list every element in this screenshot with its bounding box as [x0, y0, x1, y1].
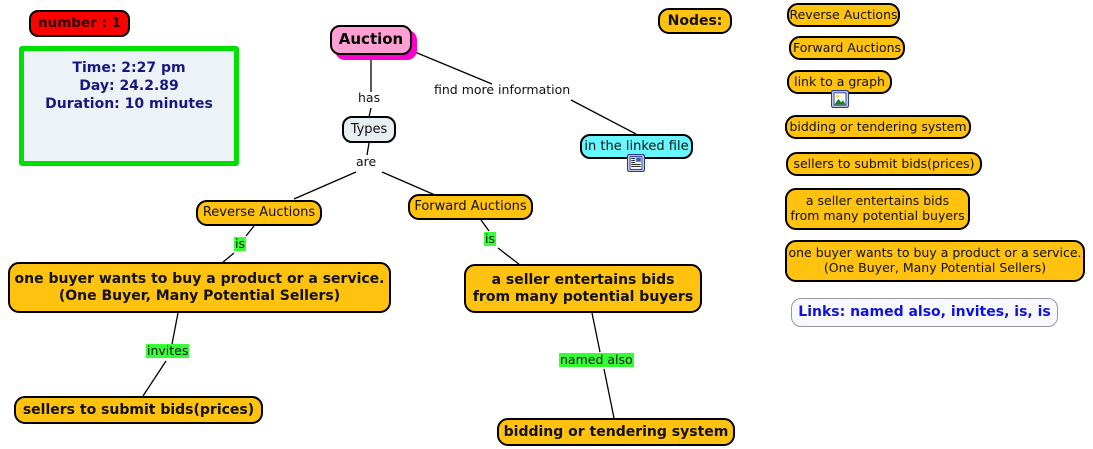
edge-label-is-right[interactable]: is	[484, 231, 496, 246]
info-day: Day: 24.2.89	[79, 78, 179, 95]
legend-item-link-to-a-graph-label: link to a graph	[794, 73, 885, 89]
legend-links-summary: Links: named also, invites, is, is	[791, 298, 1058, 327]
legend-item-sellers-to-submit-bids-label: sellers to submit bids(prices)	[793, 155, 975, 171]
edge-label-are[interactable]: are	[356, 154, 377, 169]
node-one-buyer-wants-label: one buyer wants to buy a product or a se…	[14, 270, 385, 304]
legend-item-bidding-or-tendering-system-label: bidding or tendering system	[789, 118, 967, 134]
edge-label-has[interactable]: has	[358, 90, 381, 105]
document-icon[interactable]	[627, 154, 645, 172]
legend-item-forward-auctions-label: Forward Auctions	[792, 39, 902, 55]
legend-item-forward-auctions[interactable]: Forward Auctions	[789, 36, 905, 60]
legend-item-seller-entertains-bids[interactable]: a seller entertains bids from many poten…	[785, 188, 970, 230]
legend-item-reverse-auctions[interactable]: Reverse Auctions	[787, 3, 900, 27]
node-reverse-auctions-label: Reverse Auctions	[202, 205, 316, 221]
legend-item-seller-entertains-bids-label: a seller entertains bids from many poten…	[790, 193, 965, 223]
legend-nodes-heading: Nodes:	[658, 8, 732, 34]
node-types-label: Types	[350, 121, 388, 137]
legend-item-one-buyer-wants[interactable]: one buyer wants to buy a product or a se…	[785, 240, 1085, 282]
node-forward-auctions[interactable]: Forward Auctions	[408, 194, 533, 220]
legend-links-summary-label: Links: named also, invites, is, is	[798, 304, 1051, 321]
node-bidding-or-tendering-system[interactable]: bidding or tendering system	[497, 418, 735, 446]
legend-item-sellers-to-submit-bids[interactable]: sellers to submit bids(prices)	[786, 152, 982, 176]
image-icon[interactable]	[831, 90, 849, 108]
number-badge: number : 1	[29, 10, 130, 37]
info-duration: Duration: 10 minutes	[45, 96, 213, 113]
edge-label-named-also[interactable]: named also	[559, 352, 634, 367]
node-sellers-to-submit-bids[interactable]: sellers to submit bids(prices)	[14, 396, 263, 424]
edge-label-find-more-information[interactable]: find more information	[434, 82, 571, 97]
edge-label-is-left[interactable]: is	[234, 236, 246, 251]
node-bidding-or-tendering-system-label: bidding or tendering system	[503, 423, 729, 440]
edge-label-invites[interactable]: invites	[146, 343, 190, 358]
node-reverse-auctions[interactable]: Reverse Auctions	[196, 200, 322, 226]
node-types[interactable]: Types	[342, 116, 396, 143]
legend-nodes-heading-label: Nodes:	[667, 12, 723, 29]
node-forward-auctions-label: Forward Auctions	[414, 199, 527, 215]
node-in-the-linked-file[interactable]: in the linked file	[580, 134, 693, 159]
node-auction-label: Auction	[338, 30, 404, 49]
node-one-buyer-wants[interactable]: one buyer wants to buy a product or a se…	[8, 262, 391, 313]
node-seller-entertains-bids-label: a seller entertains bids from many poten…	[472, 271, 694, 305]
number-badge-label: number : 1	[38, 14, 121, 31]
legend-item-one-buyer-wants-label: one buyer wants to buy a product or a se…	[788, 245, 1082, 275]
node-in-the-linked-file-label: in the linked file	[584, 138, 689, 154]
info-time: Time: 2:27 pm	[72, 60, 186, 76]
node-sellers-to-submit-bids-label: sellers to submit bids(prices)	[22, 401, 255, 418]
node-seller-entertains-bids[interactable]: a seller entertains bids from many poten…	[464, 264, 702, 313]
session-info-panel: Time: 2:27 pm Day: 24.2.89 Duration: 10 …	[19, 46, 239, 166]
node-auction[interactable]: Auction	[330, 25, 412, 55]
legend-item-reverse-auctions-label: Reverse Auctions	[789, 6, 898, 22]
legend-item-bidding-or-tendering-system[interactable]: bidding or tendering system	[785, 115, 971, 139]
